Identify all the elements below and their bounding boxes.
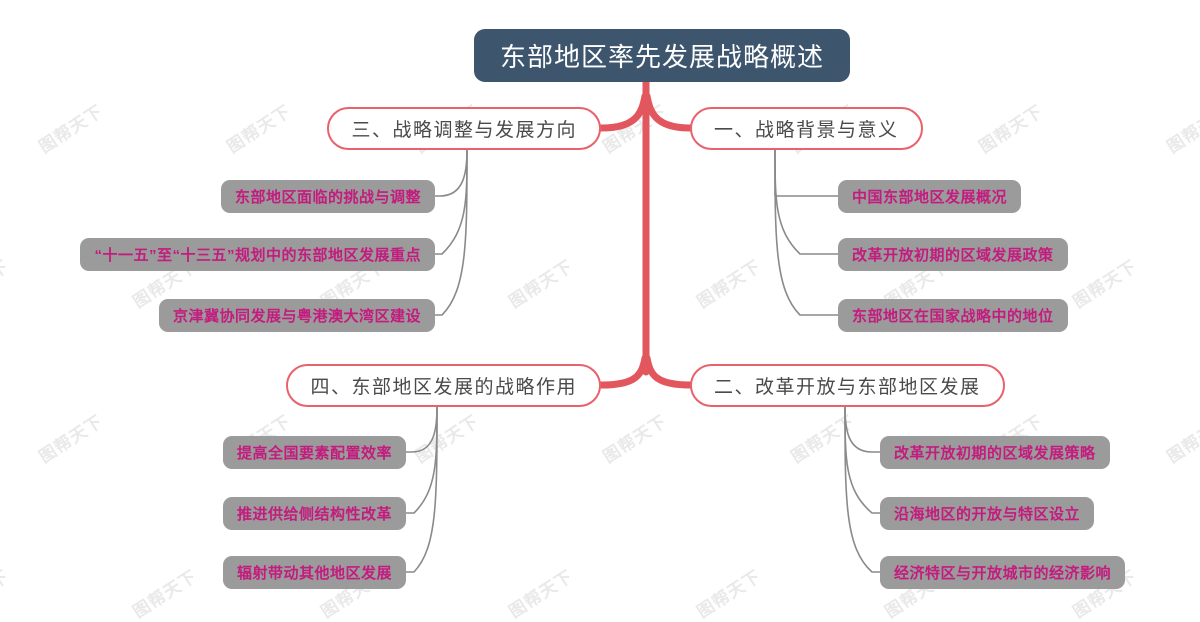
- root-node-label: 东部地区率先发展战略概述: [500, 42, 825, 72]
- leaf-node-3-3[interactable]: 京津冀协同发展与粤港澳大湾区建设: [158, 299, 435, 332]
- watermark-text: 图帮天下: [599, 411, 672, 468]
- links-branch-1: [774, 149, 838, 316]
- leaf-node-2-2-label: 沿海地区的开放与特区设立: [894, 506, 1081, 523]
- watermark-text: 图帮天下: [127, 0, 201, 3]
- watermark-text: 图帮天下: [1067, 0, 1141, 3]
- watermark-text: 图帮天下: [35, 101, 108, 158]
- link-b1-leaf-3: [774, 149, 838, 316]
- watermark-text: 图帮天下: [1163, 411, 1200, 468]
- leaf-node-1-1[interactable]: 中国东部地区发展概况: [838, 180, 1022, 213]
- links-branch-3: [434, 149, 468, 316]
- link-b3-leaf-3: [434, 149, 468, 316]
- leaf-node-1-3-label: 东部地区在国家战略中的地位: [852, 308, 1054, 325]
- watermark-text: 图帮天下: [315, 0, 389, 3]
- watermark-text: 图帮天下: [599, 101, 672, 158]
- leaf-node-3-2-label: “十一五”至“十三五”规划中的东部地区发展重点: [94, 247, 421, 264]
- leaf-node-1-3[interactable]: 东部地区在国家战略中的地位: [838, 299, 1068, 332]
- branch-node-1[interactable]: 一、战略背景与意义: [690, 107, 923, 150]
- watermark-text: 图帮天下: [1163, 101, 1200, 158]
- link-b2-leaf-3: [844, 406, 880, 573]
- leaf-node-4-2[interactable]: 推进供给侧结构性改革: [222, 497, 406, 530]
- leaf-node-4-2-label: 推进供给侧结构性改革: [236, 506, 392, 523]
- watermark-text: 图帮天下: [505, 256, 578, 313]
- root-node[interactable]: 东部地区率先发展战略概述: [474, 29, 851, 82]
- branch-node-1-label: 一、战略背景与意义: [714, 120, 899, 141]
- link-b4-leaf-2: [406, 406, 438, 514]
- link-b2-leaf-1: [844, 406, 880, 453]
- watermark-text: 图帮天下: [505, 566, 578, 622]
- link-b4-leaf-1: [406, 406, 438, 453]
- link-b2-leaf-2: [844, 406, 880, 514]
- leaf-node-2-3[interactable]: 经济特区与开放城市的经济影响: [880, 556, 1126, 589]
- link-b3-leaf-2: [434, 149, 468, 255]
- leaf-node-2-3-label: 经济特区与开放城市的经济影响: [894, 565, 1112, 582]
- branch-node-2-label: 二、改革开放与东部地区发展: [714, 377, 981, 398]
- link-b1-leaf-1: [774, 150, 838, 197]
- watermark-text: 图帮天下: [503, 0, 577, 3]
- link-b3-leaf-1: [434, 149, 468, 197]
- branch-node-3-label: 三、战略调整与发展方向: [351, 120, 577, 141]
- leaf-node-3-1[interactable]: 东部地区面临的挑战与调整: [220, 180, 435, 213]
- watermark-text: 图帮天下: [1069, 256, 1142, 313]
- leaf-node-4-1-label: 提高全国要素配置效率: [236, 445, 392, 462]
- watermark-text: 图帮天下: [0, 566, 14, 622]
- watermark-text: 图帮天下: [975, 101, 1048, 158]
- leaf-node-3-3-label: 京津冀协同发展与粤港澳大湾区建设: [172, 308, 421, 325]
- trunk-group: [588, 78, 704, 389]
- watermark-text: 图帮天下: [879, 0, 953, 3]
- watermark-text: 图帮天下: [693, 256, 766, 313]
- leaf-node-1-1-label: 中国东部地区发展概况: [852, 189, 1008, 206]
- link-b4-leaf-3: [406, 406, 438, 573]
- leaf-node-1-2-label: 改革开放初期的区域发展政策: [852, 247, 1054, 264]
- links-branch-4: [406, 406, 438, 573]
- watermark-text: 图帮天下: [35, 411, 108, 468]
- watermark-text: 图帮天下: [411, 411, 484, 468]
- branch-node-3[interactable]: 三、战略调整与发展方向: [327, 107, 601, 150]
- watermark-text: 图帮天下: [0, 256, 14, 313]
- leaf-node-3-1-label: 东部地区面临的挑战与调整: [234, 189, 421, 206]
- watermark-text: 图帮天下: [223, 101, 296, 158]
- watermark-text: 图帮天下: [787, 411, 860, 468]
- branch-node-4[interactable]: 四、东部地区发展的战略作用: [286, 364, 601, 407]
- link-b1-leaf-2: [774, 149, 838, 255]
- leaf-node-2-1-label: 改革开放初期的区域发展策略: [894, 445, 1096, 462]
- leaf-node-4-3-label: 辐射带动其他地区发展: [236, 565, 392, 582]
- leaf-node-4-3[interactable]: 辐射带动其他地区发展: [222, 556, 406, 589]
- watermark-text: 图帮天下: [691, 0, 765, 3]
- watermark-text: 图帮天下: [0, 0, 13, 3]
- leaf-node-3-2[interactable]: “十一五”至“十三五”规划中的东部地区发展重点: [80, 238, 435, 271]
- watermark-text: 图帮天下: [129, 566, 202, 622]
- branch-node-4-label: 四、东部地区发展的战略作用: [310, 377, 577, 398]
- links-branch-2: [844, 406, 880, 573]
- leaf-node-4-1[interactable]: 提高全国要素配置效率: [222, 436, 406, 469]
- leaf-node-1-2[interactable]: 改革开放初期的区域发展政策: [838, 238, 1068, 271]
- leaf-node-2-2[interactable]: 沿海地区的开放与特区设立: [880, 497, 1095, 530]
- watermark-text: 图帮天下: [693, 566, 766, 622]
- leaf-node-2-1[interactable]: 改革开放初期的区域发展策略: [880, 436, 1110, 469]
- branch-node-2[interactable]: 二、改革开放与东部地区发展: [690, 364, 1005, 407]
